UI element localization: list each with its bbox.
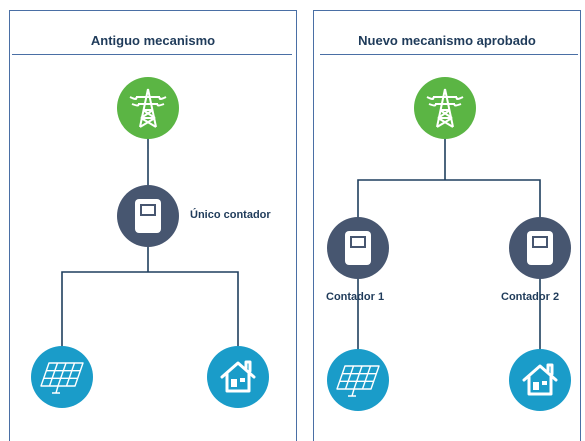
solar-panel-icon	[327, 349, 389, 411]
house-icon	[207, 346, 269, 408]
house-icon	[509, 349, 571, 411]
meter-icon	[509, 217, 571, 279]
wire	[61, 271, 239, 355]
meter-1-label: Contador 1	[326, 291, 385, 303]
new-mechanism-title: Nuevo mecanismo aprobado	[358, 33, 536, 48]
transmission-tower-icon	[414, 77, 476, 139]
meter-2-label: Contador 2	[501, 291, 560, 303]
old-mechanism-title: Antiguo mecanismo	[90, 33, 216, 48]
single-meter-label: Único contador	[190, 209, 271, 221]
wire	[357, 179, 541, 228]
title-divider	[12, 54, 292, 55]
title-divider	[320, 54, 578, 55]
meter-icon	[327, 217, 389, 279]
solar-panel-icon	[31, 346, 93, 408]
transmission-tower-icon	[117, 77, 179, 139]
meter-icon	[117, 185, 179, 247]
